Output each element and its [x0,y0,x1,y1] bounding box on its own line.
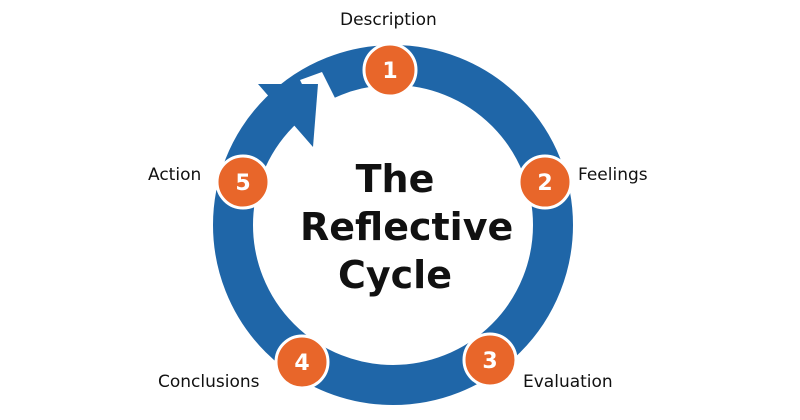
stage-label-evaluation: Evaluation [523,372,613,392]
stage-number-5: 5 [235,171,250,196]
stage-label-feelings: Feelings [578,165,648,185]
stage-badge-5: 5 [215,154,271,210]
stage-label-description: Description [340,10,437,30]
diagram-title: The Reflective Cycle [300,155,514,299]
badge-circle [462,332,518,388]
title-line-3: Cycle [338,253,452,297]
badge-circle [517,154,573,210]
stage-badge-4: 4 [274,334,330,390]
stage-number-2: 2 [537,171,552,196]
stage-number-3: 3 [482,349,497,374]
stage-badge-3: 3 [462,332,518,388]
cycle-arrowhead [258,84,318,147]
badge-circle [362,42,418,98]
stage-number-4: 4 [294,351,309,376]
title-line-1: The [355,157,435,201]
badge-circle [274,334,330,390]
badge-circle [215,154,271,210]
stage-label-action: Action [148,165,202,185]
stage-badge-2: 2 [517,154,573,210]
stage-label-conclusions: Conclusions [158,372,260,392]
title-line-2: Reflective [300,205,514,249]
stage-badge-1: 1 [362,42,418,98]
stage-number-1: 1 [382,59,397,84]
